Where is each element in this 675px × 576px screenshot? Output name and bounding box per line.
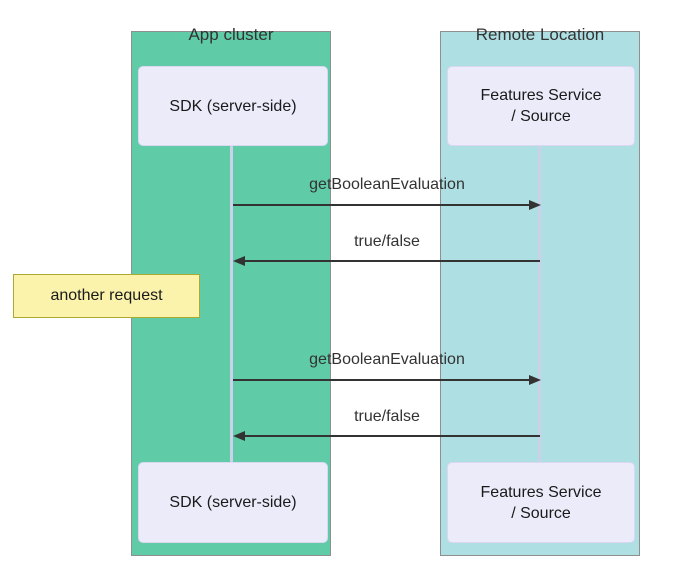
note-text: another request (50, 287, 163, 304)
lifeline-features (538, 146, 541, 462)
actor-box-sdk-bottom: SDK (server-side) (138, 462, 328, 543)
actor-label-features-line2: / Source (511, 108, 571, 125)
remote-location-title: Remote Location (475, 25, 605, 44)
message-arrow-1 (233, 204, 529, 206)
actor-label-sdk: SDK (server-side) (169, 97, 297, 115)
message-label-1: getBooleanEvaluation (309, 176, 465, 193)
arrowhead-right-icon (529, 200, 541, 210)
actor-box-sdk-top: SDK (server-side) (138, 66, 328, 146)
arrowhead-left-icon (233, 431, 245, 441)
actor-label-features-line1: Features Service (480, 483, 602, 501)
actor-box-features-bottom: Features Service / Source (447, 462, 635, 543)
actor-label-features-line2: / Source (511, 504, 571, 522)
message-arrow-3 (233, 379, 529, 381)
message-arrow-2 (245, 260, 540, 262)
message-arrow-4 (245, 435, 540, 437)
actor-box-features-top: Features Service / Source (447, 66, 635, 146)
message-label-2: true/false (354, 233, 420, 250)
message-label-3: getBooleanEvaluation (309, 351, 465, 368)
message-label-4: true/false (354, 408, 420, 425)
arrowhead-right-icon (529, 375, 541, 385)
app-cluster-title: App cluster (188, 25, 274, 44)
note-another-request: another request (13, 274, 200, 318)
actor-label-sdk: SDK (server-side) (169, 494, 297, 511)
arrowhead-left-icon (233, 256, 245, 266)
lifeline-sdk (230, 146, 233, 462)
actor-label-features-line1: Features Service (480, 87, 602, 104)
